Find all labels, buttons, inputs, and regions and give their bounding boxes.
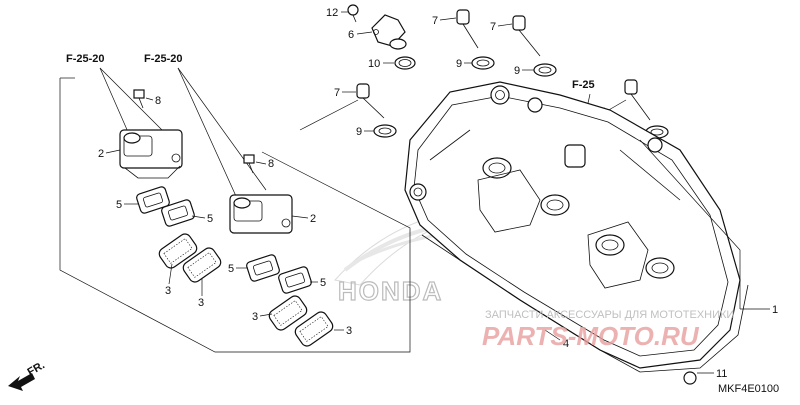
callout-7a: 7 — [432, 15, 438, 27]
washer-9b — [533, 63, 557, 77]
bolt-7d — [624, 79, 651, 121]
bolt-7b — [512, 15, 541, 57]
direction-label: FR. — [26, 359, 47, 378]
diagram-code: MKF4E0100 — [718, 383, 779, 395]
front-direction-arrow-icon — [8, 373, 35, 391]
o-ring-10 — [394, 56, 416, 70]
callout-8-right: 8 — [268, 158, 274, 170]
callout-9b: 9 — [514, 65, 520, 77]
ignition-coil-left — [119, 129, 183, 179]
honda-watermark-text: HONDA — [338, 276, 443, 306]
callout-7b: 7 — [490, 21, 496, 33]
seal-5c — [246, 254, 280, 282]
cylinder-head-cover — [404, 81, 749, 385]
mesh-3a — [158, 233, 198, 269]
ignition-coil-right — [229, 194, 293, 234]
bolt-8-left — [133, 89, 145, 109]
callout-11: 11 — [716, 368, 727, 380]
seal-5a — [136, 186, 170, 214]
callout-3a: 3 — [165, 285, 171, 297]
callout-10: 10 — [368, 58, 380, 70]
bolt-8-right — [243, 154, 255, 174]
callout-4: 4 — [563, 338, 569, 350]
mesh-3c — [268, 295, 308, 331]
ref-f25: F-25 — [572, 79, 595, 91]
bolt-12 — [347, 4, 359, 23]
seal-5b — [161, 199, 195, 227]
mesh-3b — [182, 247, 222, 283]
washer-9c — [373, 124, 397, 138]
callout-12: 12 — [326, 7, 338, 19]
callout-5a: 5 — [116, 199, 122, 211]
callout-5d: 5 — [320, 277, 326, 289]
bolt-7c — [356, 83, 385, 119]
seal-5d — [278, 266, 312, 294]
callout-2-right: 2 — [310, 213, 316, 225]
callout-2-left: 2 — [98, 148, 104, 160]
breather-cover-6 — [371, 14, 407, 50]
mesh-3d — [294, 311, 334, 347]
callout-3b: 3 — [198, 297, 204, 309]
watermark-ru-text: ЗАПЧАСТИ АКСЕССУАРЫ ДЛЯ МОТОТЕХНИКИ — [485, 309, 734, 321]
callout-3c: 3 — [252, 311, 258, 323]
watermark-site: PARTS-MOTO.RU — [482, 321, 700, 351]
callout-8-left: 8 — [155, 95, 161, 107]
callout-7c: 7 — [334, 87, 340, 99]
callout-5b: 5 — [207, 213, 213, 225]
callout-6: 6 — [348, 29, 354, 41]
washer-9a — [471, 56, 495, 70]
callout-9c: 9 — [356, 126, 362, 138]
callout-3d: 3 — [346, 325, 352, 337]
bolt-7a — [456, 9, 479, 49]
ref-f2520-right: F-25-20 — [144, 53, 183, 65]
callout-9a: 9 — [456, 58, 462, 70]
left-group-outline — [59, 78, 411, 353]
ref-f2520-left: F-25-20 — [66, 53, 105, 65]
callout-5c: 5 — [228, 263, 234, 275]
callout-1: 1 — [772, 304, 778, 316]
